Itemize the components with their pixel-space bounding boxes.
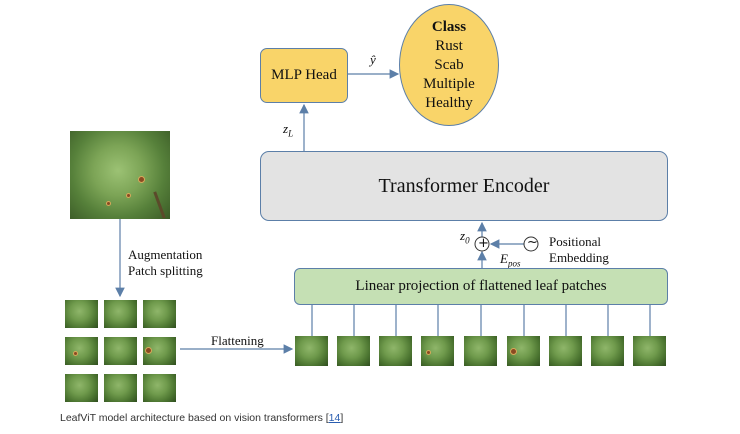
flattening-label: Flattening — [211, 333, 264, 348]
y-hat-label: ŷ — [370, 52, 376, 67]
flattened-patch — [379, 336, 412, 366]
flattened-patch — [591, 336, 624, 366]
citation-link[interactable]: 14 — [328, 412, 341, 424]
figure-caption: LeafViT model architecture based on visi… — [60, 412, 344, 424]
flattened-patch — [421, 336, 454, 366]
flattened-patch — [464, 336, 497, 366]
patch-tile — [143, 300, 176, 328]
z-l-label: zL — [283, 121, 294, 139]
patch-grid — [65, 300, 178, 404]
mlp-head-label: MLP Head — [271, 67, 337, 83]
transformer-encoder-label: Transformer Encoder — [378, 174, 550, 197]
class-item-scab: Scab — [434, 56, 464, 73]
class-output-circle: Class Rust Scab Multiple Healthy — [399, 4, 499, 126]
class-item-multiple: Multiple — [423, 75, 475, 92]
patch-tile — [143, 337, 176, 365]
patch-connectors — [311, 305, 651, 336]
patch-tile — [65, 337, 98, 365]
class-item-rust: Rust — [435, 37, 463, 54]
positional-embedding-label: Positional Embedding — [549, 234, 609, 265]
linear-projection-box: Linear projection of flattened leaf patc… — [294, 268, 668, 305]
mlp-head-box: MLP Head — [260, 48, 348, 103]
leaf-image — [70, 131, 170, 219]
patch-tile — [65, 374, 98, 402]
flattened-patch — [633, 336, 666, 366]
z-0-label: z0 — [460, 228, 470, 246]
class-item-healthy: Healthy — [425, 94, 473, 111]
flattened-patch — [295, 336, 328, 366]
class-title: Class — [431, 18, 467, 35]
flattened-patch — [549, 336, 582, 366]
flattened-patch — [337, 336, 370, 366]
patch-tile — [143, 374, 176, 402]
plus-circle — [474, 236, 490, 252]
tilde-symbol: ~ — [527, 235, 538, 250]
patch-tile — [65, 300, 98, 328]
linear-projection-label: Linear projection of flattened leaf patc… — [355, 278, 607, 294]
positional-embedding-circle — [523, 236, 539, 252]
patch-tile — [104, 300, 137, 328]
patch-tile — [104, 374, 137, 402]
flattened-patch — [507, 336, 540, 366]
transformer-encoder-box: Transformer Encoder — [260, 151, 668, 221]
patch-tile — [104, 337, 137, 365]
e-pos-label: Epos — [500, 251, 521, 269]
plus-symbol: + — [478, 236, 489, 251]
augmentation-label: Augmentation Patch splitting — [128, 247, 203, 278]
